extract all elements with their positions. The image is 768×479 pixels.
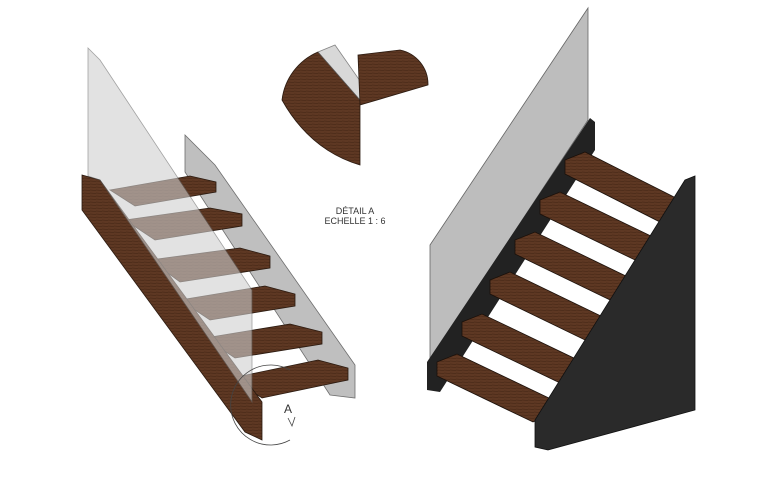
detail-arrow-icon [287,416,296,428]
detail-label: DÉTAIL A ECHELLE 1 : 6 [310,206,400,226]
callout-label: A [284,402,293,416]
detail-scale: ECHELLE 1 : 6 [324,216,386,226]
right-staircase [427,6,696,451]
left-staircase [81,47,356,446]
left-glass-panel [87,47,253,404]
detail-title: DÉTAIL A [335,206,375,216]
right-glass-panel [429,6,589,362]
detail-circle [230,364,291,446]
detail-a-view [281,44,429,166]
right-treads [436,151,681,423]
front-stringer-steel [534,175,696,451]
